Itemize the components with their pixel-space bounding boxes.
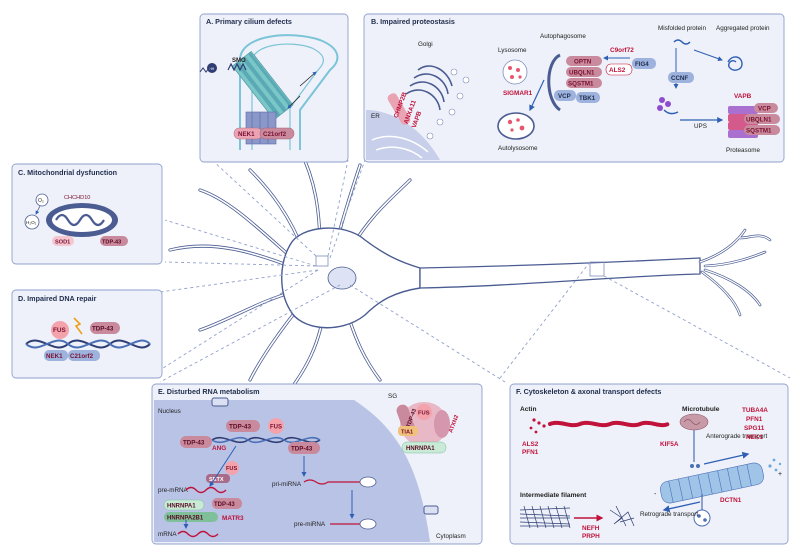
anterograde-label: Anterograde transport bbox=[706, 433, 768, 440]
gene-tdp43-e4: TDP-43 bbox=[291, 446, 313, 453]
mrna-label: mRNA bbox=[158, 531, 177, 538]
gene-chchd10: CHCHD10 bbox=[64, 195, 90, 201]
gene-ang: ANG bbox=[212, 445, 226, 452]
pri-mirna-label: pri-miRNA bbox=[272, 481, 302, 488]
golgi-label: Golgi bbox=[418, 41, 433, 48]
nucleus-label: Nucleus bbox=[158, 408, 181, 415]
er-label: ER bbox=[371, 113, 380, 120]
panel-e: E. Disturbed RNA metabolism Nucleus Cyto… bbox=[151, 383, 483, 545]
gene-tuba4a: TUBA4A bbox=[742, 407, 768, 414]
autolysosome-label: Autolysosome bbox=[498, 145, 538, 152]
panel-a-title: A. Primary cilium defects bbox=[206, 17, 292, 26]
gene-pfn1-f2: PFN1 bbox=[746, 416, 763, 423]
h2o2-label: H₂O₂ bbox=[26, 220, 37, 225]
gene-kif5a: KIF5A bbox=[660, 441, 679, 448]
gene-als2-b: ALS2 bbox=[609, 67, 626, 74]
gene-fus-e2: FUS bbox=[226, 466, 237, 472]
gene-spg11: SPG11 bbox=[744, 425, 765, 432]
smo-label: SMO bbox=[232, 58, 246, 64]
panel-d-title: D. Impaired DNA repair bbox=[18, 294, 97, 303]
gene-tbk1: TBK1 bbox=[579, 95, 596, 102]
gene-tdp43-e2: TDP-43 bbox=[183, 440, 205, 447]
panel-b-title: B. Impaired proteostasis bbox=[371, 17, 455, 26]
gene-tdp43-c: TDP-43 bbox=[102, 240, 121, 246]
gene-nek1-f: NEK1 bbox=[746, 434, 763, 441]
gene-fus-sg: FUS bbox=[418, 411, 430, 417]
intermediate-filament bbox=[519, 505, 635, 529]
panel-f: F. Cytoskeleton & axonal transport defec… bbox=[509, 383, 789, 545]
actin-filament bbox=[529, 418, 670, 434]
gene-dctn1: DCTN1 bbox=[720, 497, 742, 504]
proteasome-label: Proteasome bbox=[726, 147, 760, 154]
gene-sigmar1: SIGMAR1 bbox=[503, 90, 533, 97]
panel-d: D. Impaired DNA repair FUS TDP-43 NEK1 C… bbox=[11, 289, 163, 379]
gene-optn: OPTN bbox=[574, 59, 592, 66]
gene-ccnf: CCNF bbox=[671, 75, 688, 82]
panel-b: B. Impaired proteostasis ER Golgi CHMP2B… bbox=[363, 13, 785, 163]
gene-c21orf2: C21orf2 bbox=[263, 131, 287, 138]
gene-nefh: NEFH bbox=[582, 525, 600, 532]
gene-hnrnpa1-sg: HNRNPA1 bbox=[406, 446, 435, 452]
aggregated-label: Aggregated protein bbox=[716, 25, 770, 32]
gene-sod1: SOD1 bbox=[55, 240, 70, 246]
gene-sqstm1: SQSTM1 bbox=[568, 81, 594, 88]
misfolded-label: Misfolded protein bbox=[658, 25, 706, 32]
neuron bbox=[168, 148, 772, 392]
panel-c: C. Mitochondrial dysfunction O₂ H₂O₂ CHC… bbox=[11, 163, 163, 265]
gene-matr3: MATR3 bbox=[222, 515, 244, 522]
gene-fig4: FIG4 bbox=[635, 61, 649, 68]
o2-label: O₂ bbox=[38, 198, 44, 204]
gene-tia1: TIA1 bbox=[401, 430, 413, 436]
ups-label: UPS bbox=[694, 123, 707, 130]
panel-f-title: F. Cytoskeleton & axonal transport defec… bbox=[516, 387, 661, 396]
gene-vcp-auto: VCP bbox=[558, 93, 571, 100]
gene-setx: SETX bbox=[209, 477, 224, 483]
gene-fus-d: FUS bbox=[53, 327, 67, 334]
gene-c9orf72: C9orf72 bbox=[610, 47, 634, 54]
actin-label: Actin bbox=[520, 406, 536, 413]
lysosome-label: Lysosome bbox=[498, 47, 527, 54]
leader-lines bbox=[159, 159, 791, 383]
gene-ubqln1: UBQLN1 bbox=[569, 70, 595, 77]
intermediate-label: Intermediate filament bbox=[520, 492, 587, 499]
gene-tdp43-d: TDP-43 bbox=[92, 326, 114, 333]
pre-mirna-label: pre-miRNA bbox=[294, 521, 326, 528]
panel-c-title: C. Mitochondrial dysfunction bbox=[18, 168, 117, 177]
autophagosome-label: Autophagosome bbox=[540, 33, 586, 40]
gene-als2-f: ALS2 bbox=[522, 441, 539, 448]
anterograde-text: Anterograde transport bbox=[706, 433, 768, 440]
gene-ubqln1-ups: UBQLN1 bbox=[746, 117, 772, 124]
panel-e-title: E. Disturbed RNA metabolism bbox=[158, 387, 260, 396]
gene-c21orf2-d: C21orf2 bbox=[70, 353, 94, 360]
gene-tdp43-e1: TDP-43 bbox=[229, 424, 251, 431]
cytoplasm-label: Cytoplasm bbox=[436, 533, 466, 540]
gene-vapb-ups: VAPB bbox=[734, 93, 752, 100]
sg-label: SG bbox=[388, 393, 397, 400]
mt-plus: + bbox=[778, 471, 782, 478]
hh-ligand bbox=[207, 63, 217, 73]
gene-tdp43-e3: TDP-43 bbox=[214, 502, 235, 508]
hh-label: HH bbox=[209, 67, 215, 71]
gene-hnrnpa1-e: HNRNPA1 bbox=[167, 504, 196, 510]
gene-atxn2: ATXN2 bbox=[448, 414, 460, 434]
microtubule bbox=[660, 458, 782, 504]
mt-minus: - bbox=[654, 491, 657, 498]
gene-vcp-ups: VCP bbox=[758, 106, 771, 113]
misfolded-text: Misfolded protein bbox=[658, 25, 706, 32]
gene-prph: PRPH bbox=[582, 533, 600, 540]
gene-nek1: NEK1 bbox=[238, 131, 255, 138]
gene-nek1-d: NEK1 bbox=[46, 353, 63, 360]
retrograde-label: Retrograde transport bbox=[640, 511, 698, 518]
gene-pfn1-f1: PFN1 bbox=[522, 449, 539, 456]
gene-sqstm1-ups: SQSTM1 bbox=[746, 128, 772, 135]
pre-mrna-label: pre-mRNA bbox=[158, 487, 189, 494]
gene-fus-e1: FUS bbox=[270, 425, 282, 431]
gene-hnrnpa2b1: HNRNPA2B1 bbox=[167, 516, 204, 522]
panel-a: A. Primary cilium defects SMO HH NEK1 C2… bbox=[199, 13, 349, 163]
microtubule-label: Microtubule bbox=[682, 406, 720, 413]
